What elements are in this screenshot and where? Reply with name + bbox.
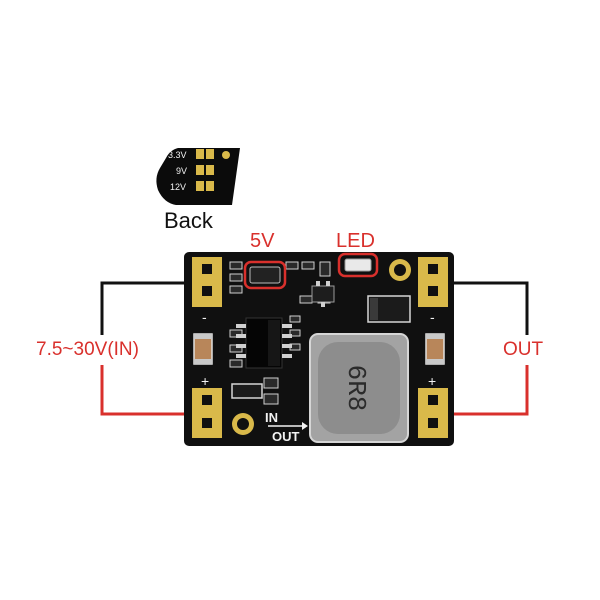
input-positive-wire [100,365,192,416]
silk-out: OUT [272,429,300,444]
power-inductor: 6R8 [309,333,409,443]
sot-transistor [311,281,335,307]
input-positive-pad [192,388,222,438]
smd-resistors-top [229,261,331,368]
output-label: OUT [503,339,544,360]
jumper-label-9v: 9V [176,166,187,176]
output-positive-pad [418,388,448,438]
silk-plus-right: + [428,373,436,389]
jumper-row-12v [196,181,214,191]
feedback-resistor [231,377,279,405]
status-led [337,252,379,278]
jumper-row-9v [196,165,214,175]
regulator-ic [236,317,292,369]
jumper-label-12v: 12V [170,182,186,192]
jumper-label-3v3: 3.3V [168,150,187,160]
output-negative-wire [446,281,529,335]
jumper-5v-label: 5V [250,230,275,252]
schottky-diode [367,295,411,323]
inductor-marking: 6R8 [341,365,371,412]
back-view: 3.3V 9V 12V [156,148,240,205]
wiring [100,281,529,416]
led-label: LED [336,230,375,252]
input-voltage-label: 7.5~30V(IN) [36,339,139,360]
input-negative-wire [100,281,192,335]
input-capacitor [193,333,213,365]
back-view-label: Back [164,208,213,233]
input-negative-pad [192,257,222,307]
silk-plus-left: + [201,373,209,389]
output-capacitor [425,333,445,365]
silk-in: IN [265,410,278,425]
jumper-5v [243,260,287,290]
output-positive-wire [446,365,529,416]
pcb-board: - - + + [184,252,454,446]
output-negative-pad [418,257,448,307]
silk-minus-left: - [202,309,207,325]
silk-minus-right: - [430,309,435,325]
jumper-row-3v3 [196,149,214,159]
